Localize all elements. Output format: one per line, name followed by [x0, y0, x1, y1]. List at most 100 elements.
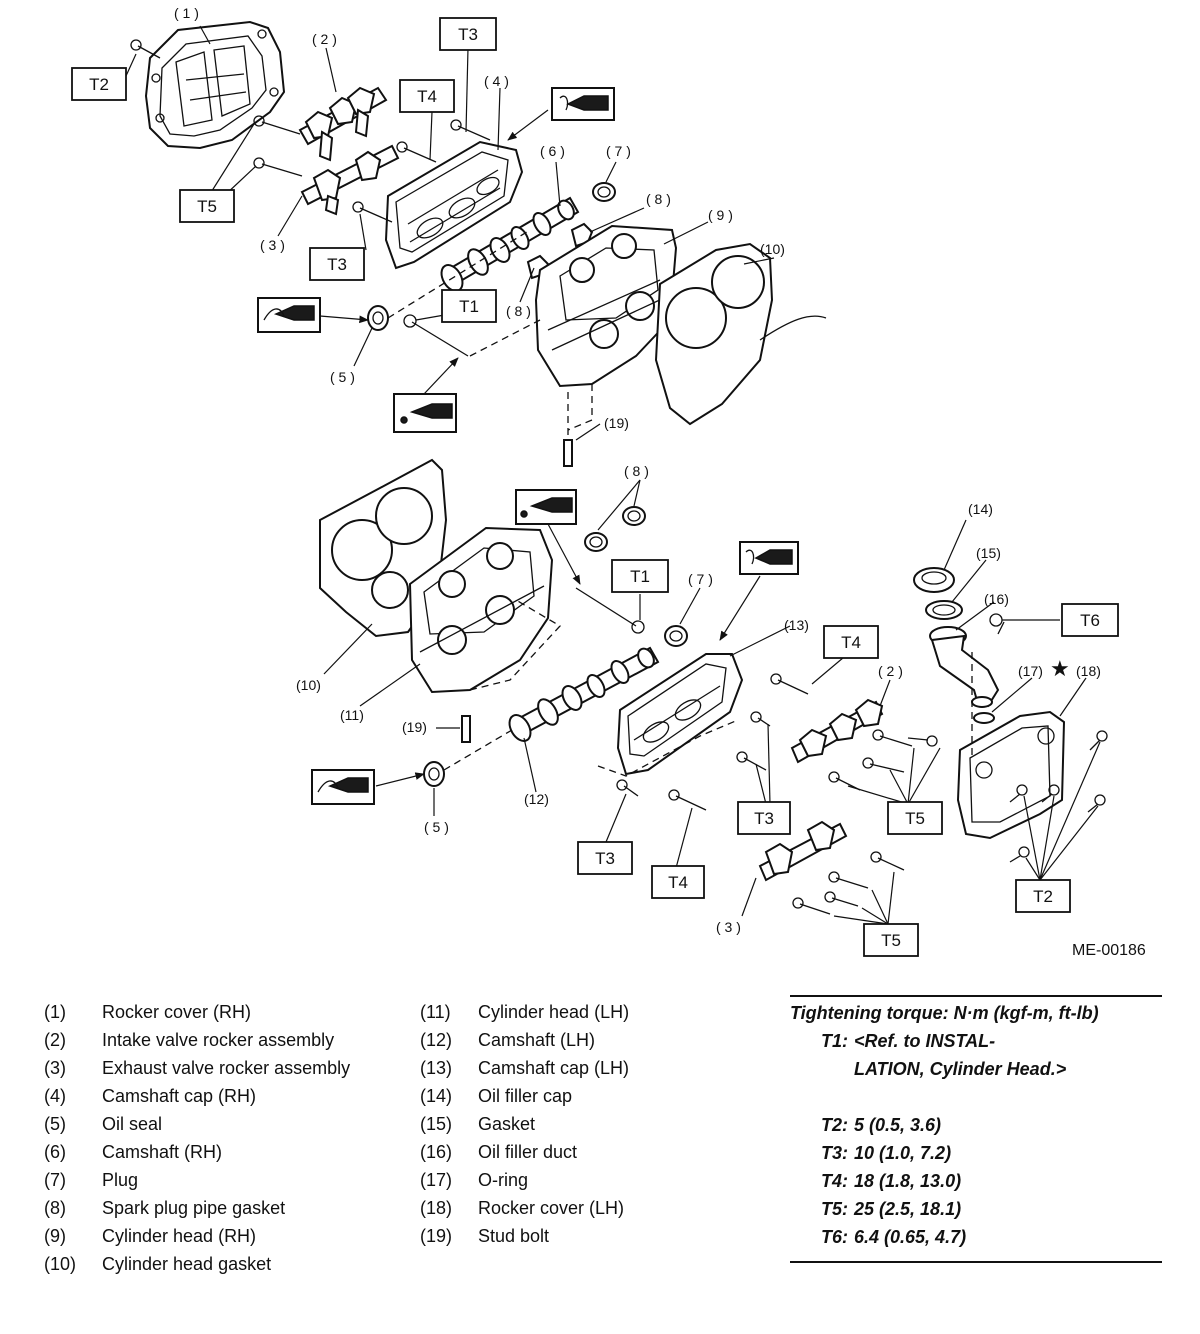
callout-18: (18)	[1076, 663, 1101, 679]
torque-value: 10 (1.0, 7.2)	[854, 1143, 952, 1163]
torque-tag-t3-rh-bottom: T3	[309, 247, 365, 281]
torque-row: T2: 5 (0.5, 3.6)	[790, 1111, 1162, 1139]
torque-tag-t4-lh-bottom: T4	[651, 865, 705, 899]
legend-item: (11)Cylinder head (LH)	[420, 998, 629, 1026]
exhaust-rocker-assembly-rh	[300, 144, 400, 216]
rocker-cover-rh	[144, 20, 286, 150]
bolts-t5-lh-upper	[828, 729, 938, 791]
star-icon: ★	[1050, 656, 1070, 681]
svg-text:T4: T4	[417, 87, 437, 106]
camshaft-cap-rh	[384, 140, 524, 270]
legend-item: (13)Camshaft cap (LH)	[420, 1054, 629, 1082]
torque-tag-t1-lh: T1	[611, 559, 669, 593]
callout-8-rh-upper: ( 8 )	[646, 191, 671, 207]
legend-item: (10)Cylinder head gasket	[44, 1250, 350, 1278]
legend-label: O-ring	[478, 1170, 529, 1190]
legend-item: (7)Plug	[44, 1166, 350, 1194]
parts-legend-right: (11)Cylinder head (LH) (12)Camshaft (LH)…	[420, 998, 629, 1250]
callout-16: (16)	[984, 591, 1009, 607]
torque-row-t1-cont: LATION, Cylinder Head.>	[790, 1055, 1162, 1083]
torque-key: T1:	[821, 1031, 848, 1051]
torque-value: <Ref. to INSTAL-	[854, 1031, 996, 1051]
camshaft-cap-lh	[616, 653, 744, 776]
legend-item: (16)Oil filler duct	[420, 1138, 629, 1166]
divider	[790, 1261, 1162, 1263]
callout-14: (14)	[968, 501, 993, 517]
legend-number: (6)	[44, 1142, 66, 1162]
callout-5-lh: ( 5 )	[424, 819, 449, 835]
torque-key: T4:	[821, 1171, 848, 1191]
oil-filler-duct	[929, 626, 1000, 708]
torque-heading: Tightening torque: N·m (kgf-m, ft-lb)	[790, 1003, 1099, 1023]
bolt-rocker-cover-rh	[130, 39, 161, 59]
divider	[790, 995, 1162, 997]
callout-3-lh: ( 3 )	[716, 919, 741, 935]
figure-code: ME-00186	[1072, 942, 1146, 959]
oil-symbol-lh	[515, 489, 577, 525]
legend-label: Camshaft (LH)	[478, 1030, 596, 1050]
callout-8-lh: ( 8 )	[624, 463, 649, 479]
parts-legend-left: (1)Rocker cover (RH) (2)Intake valve roc…	[44, 998, 350, 1278]
svg-text:T3: T3	[327, 255, 347, 274]
legend-item: (2)Intake valve rocker assembly	[44, 1026, 350, 1054]
legend-label: Camshaft cap (RH)	[102, 1086, 257, 1106]
svg-text:T5: T5	[197, 197, 217, 216]
intake-rocker-assembly-rh	[298, 86, 388, 162]
legend-label: Rocker cover (LH)	[478, 1198, 625, 1218]
legend-label: Cylinder head (RH)	[102, 1226, 257, 1246]
torque-tag-t5-lh-upper: T5	[887, 801, 943, 835]
torque-value: 5 (0.5, 3.6)	[854, 1115, 942, 1135]
rocker-cover-lh	[956, 710, 1066, 840]
oil-filler-cap	[913, 567, 955, 593]
legend-number: (17)	[420, 1170, 453, 1190]
legend-number: (13)	[420, 1058, 453, 1078]
grease-symbol-lh	[311, 769, 375, 805]
legend-item: (12)Camshaft (LH)	[420, 1026, 629, 1054]
torque-value: 25 (2.5, 18.1)	[854, 1199, 962, 1219]
callout-19-lh: (19)	[402, 719, 427, 735]
camshaft-lh	[508, 646, 660, 742]
torque-tag-t4-rh: T4	[399, 79, 455, 113]
legend-number: (7)	[44, 1170, 66, 1190]
bolts-cap-rh	[352, 119, 491, 223]
cylinder-head-rh	[534, 224, 678, 388]
oil-seal-rh	[367, 305, 389, 331]
callout-19-rh: (19)	[604, 415, 629, 431]
callout-7-rh: ( 7 )	[606, 143, 631, 159]
callout-13: (13)	[784, 617, 809, 633]
svg-text:T6: T6	[1080, 611, 1100, 630]
o-ring	[973, 712, 995, 724]
cylinder-head-gasket-lh	[319, 458, 448, 638]
legend-item: (18)Rocker cover (LH)	[420, 1194, 629, 1222]
legend-item: (1)Rocker cover (RH)	[44, 998, 350, 1026]
head-bolt-t1-rh	[403, 314, 469, 357]
callout-9: ( 9 )	[708, 207, 733, 223]
torque-row: T5: 25 (2.5, 18.1)	[790, 1195, 1162, 1223]
torque-tag-t3-rh-top: T3	[439, 17, 497, 51]
svg-text:T2: T2	[89, 75, 109, 94]
legend-item: (14)Oil filler cap	[420, 1082, 629, 1110]
callout-10-lh: (10)	[296, 677, 321, 693]
torque-row: T3: 10 (1.0, 7.2)	[790, 1139, 1162, 1167]
legend-item: (3)Exhaust valve rocker assembly	[44, 1054, 350, 1082]
legend-item: (9) Cylinder head (RH)	[44, 1222, 350, 1250]
legend-item: (19)Stud bolt	[420, 1222, 629, 1250]
torque-value: 6.4 (0.65, 4.7)	[854, 1227, 967, 1247]
callout-1: ( 1 )	[174, 5, 199, 21]
torque-value: LATION, Cylinder Head.>	[854, 1059, 1067, 1079]
legend-label: Cylinder head (LH)	[478, 1002, 630, 1022]
torque-key: T2:	[821, 1115, 848, 1135]
torque-key: T6:	[821, 1227, 848, 1247]
legend-label: Rocker cover (RH)	[102, 1002, 252, 1022]
legend-label: Exhaust valve rocker assembly	[102, 1058, 351, 1078]
torque-spec-table: Tightening torque: N·m (kgf-m, ft-lb) T1…	[790, 995, 1162, 1263]
torque-key: T3:	[821, 1143, 848, 1163]
legend-label: Oil filler duct	[478, 1142, 578, 1162]
torque-tag-t3-lh-right: T3	[737, 801, 791, 835]
legend-number: (10)	[44, 1254, 77, 1274]
bolts-t5-rh	[253, 115, 303, 177]
svg-text:T3: T3	[754, 809, 774, 828]
legend-label: Oil filler cap	[478, 1086, 573, 1106]
callout-3-rh: ( 3 )	[260, 237, 285, 253]
legend-number: (9)	[44, 1226, 66, 1246]
